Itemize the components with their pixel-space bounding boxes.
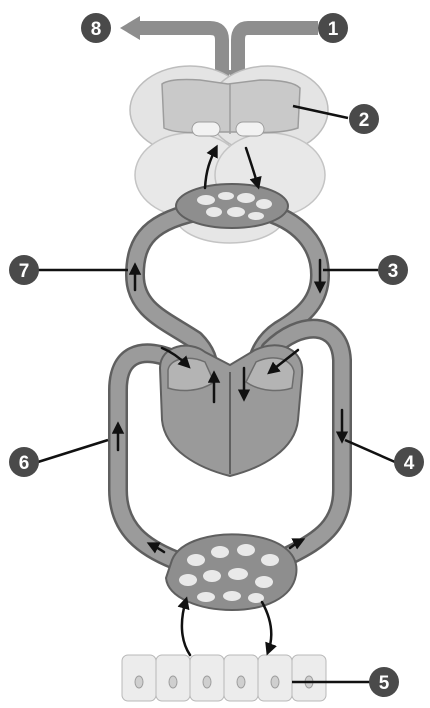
callout-badge-8: 8 [81,13,111,43]
flow-arrow-bed-to-cells [262,602,271,652]
callout-label-8: 8 [91,19,102,40]
callout-label-4: 4 [404,453,415,474]
air-out-arrowhead [120,16,140,40]
flow-arrow-cells-to-bed [182,600,190,655]
callout-badge-3: 3 [378,255,408,285]
callout-label-6: 6 [19,453,30,474]
callout-label-5: 5 [379,673,390,694]
callout-badge-5: 5 [369,667,399,697]
lung-capillary-bed [176,184,288,228]
callout-label-7: 7 [19,261,30,282]
callout-badge-1: 1 [318,13,348,43]
air-in-arrow [238,28,318,72]
callout-label-2: 2 [359,110,370,131]
callout-badge-2: 2 [349,104,379,134]
lung-port-left [192,122,220,136]
callout-label-1: 1 [328,19,339,40]
callout-label-3: 3 [388,261,399,282]
lung-port-right [236,122,264,136]
tissue-cells [122,655,326,701]
callout-badge-6: 6 [9,447,39,477]
air-cavity [162,80,300,133]
tissue-capillary-bed [166,534,296,610]
callout-badge-7: 7 [9,255,39,285]
callout-badge-4: 4 [394,447,424,477]
